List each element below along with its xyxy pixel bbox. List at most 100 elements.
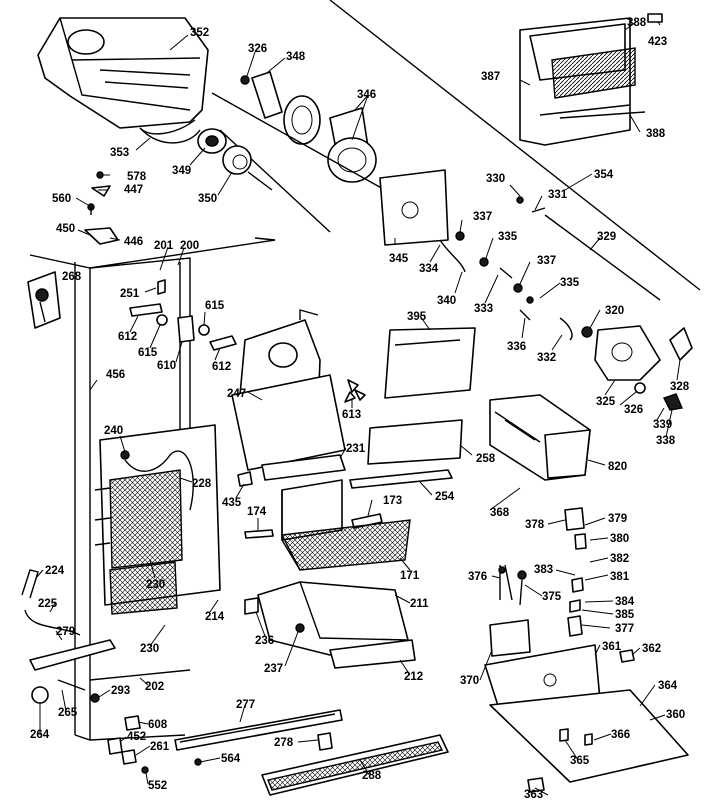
callout-279: 279 (56, 626, 75, 638)
gear-349 (197, 128, 227, 154)
callout-381: 381 (610, 571, 630, 583)
callout-383: 383 (534, 564, 553, 576)
callout-361: 361 (602, 641, 622, 653)
callout-340: 340 (437, 295, 456, 307)
callout-228: 228 (192, 478, 212, 490)
callout-174: 174 (247, 506, 267, 518)
wire-basket-171 (280, 479, 411, 571)
callout-254: 254 (435, 491, 455, 503)
callout-261: 261 (150, 741, 170, 753)
callout-615: 615 (205, 300, 225, 312)
linkage-parts (439, 196, 661, 341)
callout-173: 173 (383, 495, 402, 507)
callout-363: 363 (524, 789, 543, 801)
callout-320: 320 (605, 305, 624, 317)
callout-336: 336 (507, 341, 526, 353)
callout-332: 332 (537, 352, 556, 364)
spring-353 (139, 127, 201, 144)
callout-435: 435 (222, 497, 242, 509)
callout-201: 201 (154, 240, 174, 252)
callout-268: 268 (62, 271, 82, 283)
callout-384: 384 (615, 596, 635, 608)
hinge-parts (129, 279, 237, 351)
callout-366: 366 (611, 729, 630, 741)
callout-171: 171 (400, 570, 420, 582)
callout-564: 564 (221, 753, 241, 765)
callout-348: 348 (286, 51, 306, 63)
callout-237: 237 (264, 663, 283, 675)
callout-380: 380 (610, 533, 629, 545)
callout-388: 388 (627, 17, 647, 29)
callout-230: 230 (146, 579, 165, 591)
callout-578: 578 (127, 171, 147, 183)
crisper-bin-211 (257, 581, 416, 669)
callout-240: 240 (104, 425, 123, 437)
callout-370: 370 (460, 675, 479, 687)
callout-368: 368 (490, 507, 510, 519)
callout-326: 326 (624, 404, 643, 416)
callout-349: 349 (172, 165, 191, 177)
cabinet-frame (29, 237, 276, 741)
callout-224: 224 (45, 565, 65, 577)
callout-612: 612 (212, 361, 231, 373)
callout-560: 560 (52, 193, 71, 205)
callout-820: 820 (608, 461, 627, 473)
callout-277: 277 (236, 699, 255, 711)
clip-236 (244, 597, 259, 615)
callout-212: 212 (404, 671, 423, 683)
control-268 (27, 271, 61, 329)
callout-377: 377 (615, 623, 634, 635)
callout-362: 362 (642, 643, 661, 655)
callout-378: 378 (525, 519, 545, 531)
callout-265: 265 (58, 707, 78, 719)
callout-331: 331 (548, 189, 568, 201)
heater-224 (21, 569, 116, 671)
callout-214: 214 (205, 611, 225, 623)
callout-236: 236 (255, 635, 274, 647)
callout-387: 387 (481, 71, 500, 83)
callout-395: 395 (407, 311, 427, 323)
callout-335: 335 (560, 277, 580, 289)
callout-610: 610 (157, 360, 176, 372)
boundary-line-right (329, 0, 701, 291)
ice-bucket (37, 17, 209, 135)
callout-346: 346 (357, 89, 376, 101)
callout-200: 200 (180, 240, 199, 252)
motor-325 (581, 325, 693, 411)
callout-360: 360 (666, 709, 685, 721)
callout-325: 325 (596, 396, 616, 408)
callout-335: 335 (498, 231, 518, 243)
callout-labels: 352 326 348 346 388 423 387 388 353 349 … (30, 17, 690, 801)
callout-251: 251 (120, 288, 140, 300)
callout-258: 258 (476, 453, 496, 465)
callout-365: 365 (570, 755, 590, 767)
callout-388: 388 (646, 128, 666, 140)
callout-382: 382 (610, 553, 629, 565)
callout-230: 230 (140, 643, 159, 655)
callout-338: 338 (656, 435, 676, 447)
panel-395 (384, 327, 476, 399)
callout-612: 612 (118, 331, 137, 343)
evaporator (94, 424, 221, 615)
callout-345: 345 (389, 253, 409, 265)
rail-277 (174, 709, 343, 751)
fan-shroud (231, 309, 346, 481)
callout-375: 375 (542, 591, 562, 603)
callout-278: 278 (274, 737, 294, 749)
callout-456: 456 (106, 369, 125, 381)
callout-615: 615 (138, 347, 158, 359)
callout-354: 354 (594, 169, 614, 181)
callout-288: 288 (362, 770, 382, 782)
callout-350: 350 (198, 193, 217, 205)
callout-329: 329 (597, 231, 616, 243)
callout-379: 379 (608, 513, 627, 525)
callout-353: 353 (110, 147, 129, 159)
callout-334: 334 (419, 263, 439, 275)
bracket-345 (379, 169, 449, 246)
leader-lines (35, 21, 681, 796)
fan-613 (344, 379, 366, 403)
bottom-left-parts (31, 679, 149, 774)
callout-446: 446 (124, 236, 143, 248)
valve-parts (564, 507, 587, 637)
